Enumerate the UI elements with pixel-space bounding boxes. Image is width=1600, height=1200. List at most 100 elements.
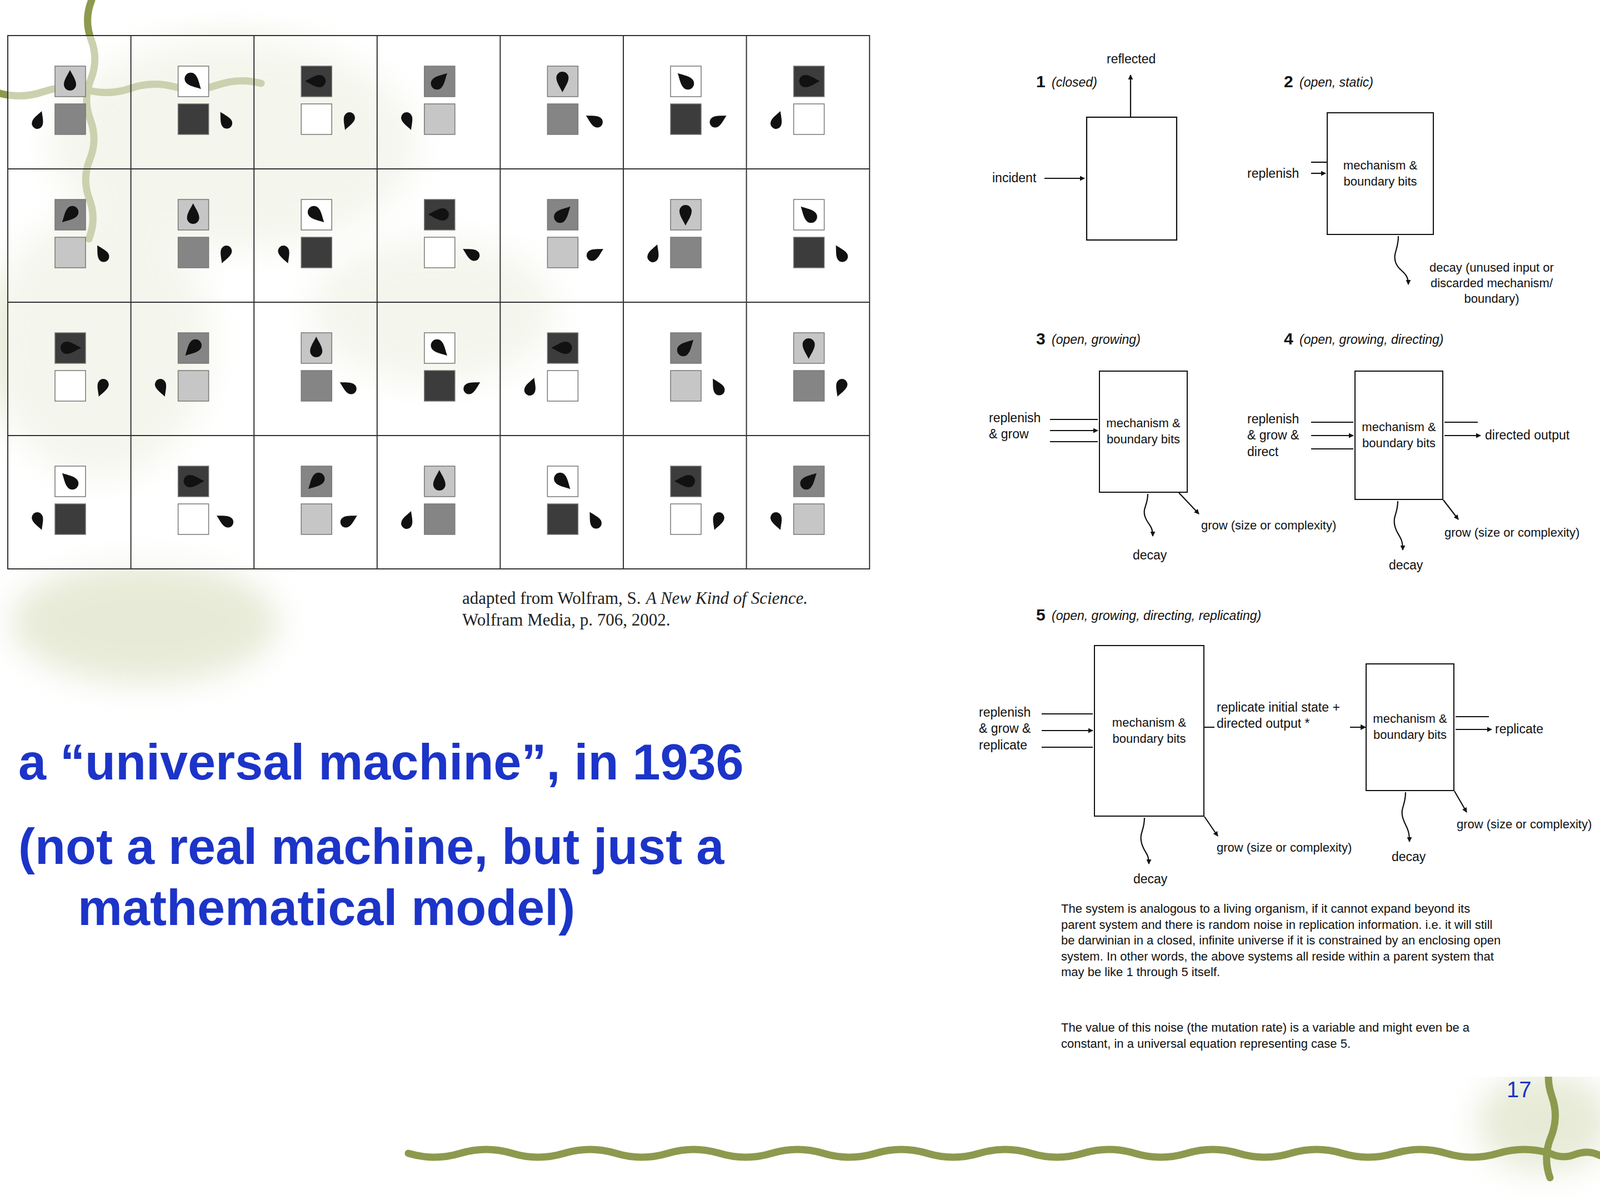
- system-kind: (open, growing, directing, replicating): [1051, 607, 1262, 624]
- tape-cell: [670, 332, 702, 364]
- head-symbol: [522, 376, 540, 398]
- system-kind: (open, static): [1299, 74, 1374, 91]
- head-symbol: [832, 377, 849, 399]
- tape-cell: [301, 103, 332, 135]
- flow-label: replenish: [1247, 165, 1299, 182]
- tape-cell: [178, 466, 209, 497]
- system-kind: (open, growing): [1051, 331, 1141, 348]
- note-paragraph: The value of this noise (the mutation ra…: [1061, 1020, 1506, 1052]
- tape-cell: [55, 370, 86, 402]
- flow-label: grow (size or complexity): [1456, 816, 1592, 833]
- tape-cell: [178, 103, 209, 135]
- head-symbol: [707, 375, 727, 398]
- head-symbol: [216, 243, 234, 265]
- flow-label: grow (size or complexity): [1201, 517, 1337, 534]
- head-symbol: [337, 377, 359, 397]
- box-text: mechanism & boundary bits: [1370, 711, 1450, 743]
- box-text: mechanism & boundary bits: [1098, 715, 1200, 747]
- head-symbol: [57, 203, 82, 227]
- mechanism-box: mechanism & boundary bits: [1093, 645, 1205, 817]
- tape-cell: [793, 237, 825, 268]
- tape-cell: [424, 237, 455, 268]
- head-symbol: [215, 108, 235, 131]
- head-symbol: [63, 70, 77, 91]
- tape-cell: [178, 199, 209, 230]
- system-number: 3: [1036, 328, 1046, 350]
- flow-label: replenish & grow & direct: [1247, 411, 1308, 460]
- flow-label: replicate: [1495, 721, 1544, 738]
- head-symbol: [673, 68, 697, 93]
- grid-frame: [7, 35, 870, 569]
- head-symbol: [181, 336, 205, 360]
- tape-cell: [178, 237, 209, 268]
- head-symbol: [674, 475, 695, 488]
- tape-cell: [793, 332, 825, 364]
- tape-cell: [301, 466, 332, 497]
- mechanism-box: mechanism & boundary bits: [1098, 370, 1188, 493]
- caption-part: A New Kind of Science.: [646, 588, 808, 608]
- white-panel: [964, 0, 1600, 1077]
- box-text: mechanism & boundary bits: [1358, 419, 1439, 452]
- system-number: 5: [1036, 604, 1046, 626]
- head-symbol: [583, 110, 605, 130]
- head-symbol: [460, 243, 482, 263]
- head-symbol: [799, 75, 820, 88]
- head-symbol: [802, 338, 815, 359]
- tape-cell: [424, 503, 455, 535]
- grid-line: [7, 435, 870, 437]
- tape-cell: [670, 370, 702, 402]
- tape-cell: [793, 66, 825, 97]
- tape-cell: [301, 199, 332, 230]
- vine: [408, 1149, 1550, 1158]
- grid-line: [7, 168, 870, 170]
- tape-cell: [55, 332, 86, 364]
- tape-cell: [301, 503, 332, 535]
- head-symbol: [707, 110, 730, 130]
- tape-cell: [301, 237, 332, 268]
- tape-cell: [55, 66, 86, 97]
- tape-cell: [793, 199, 825, 230]
- head-symbol: [679, 205, 692, 226]
- tape-cell: [55, 466, 86, 497]
- head-symbol: [303, 470, 328, 494]
- head-symbol: [831, 242, 850, 264]
- head-symbol: [305, 203, 329, 227]
- vine: [1550, 1152, 1600, 1157]
- head-symbol: [428, 336, 452, 360]
- head-symbol: [428, 208, 449, 221]
- head-symbol: [340, 110, 357, 132]
- flow-label: replenish & grow: [988, 410, 1049, 443]
- source-caption: adapted from Wolfram, S.A New Kind of Sc…: [462, 587, 885, 632]
- tape-cell: [178, 370, 209, 402]
- head-symbol: [57, 468, 82, 493]
- head-symbol: [30, 109, 47, 131]
- caption-part: adapted from Wolfram, S.: [462, 588, 642, 608]
- head-symbol: [213, 510, 236, 530]
- head-symbol: [768, 109, 786, 131]
- note-paragraph: The system is analogous to a living orga…: [1061, 901, 1506, 981]
- tape-cell: [301, 66, 332, 97]
- head-symbol: [709, 510, 727, 532]
- mechanism-box: mechanism & boundary bits: [1354, 370, 1444, 500]
- tape-cell: [793, 503, 825, 535]
- tape-cell: [301, 370, 332, 402]
- tape-cell: [55, 237, 86, 268]
- tape-cell: [424, 199, 455, 230]
- head-symbol: [645, 242, 663, 264]
- tape-cell: [547, 66, 578, 97]
- tape-cell: [547, 332, 578, 364]
- tape-cell: [670, 66, 702, 97]
- flow-label: incident: [992, 170, 1037, 187]
- head-symbol: [797, 468, 822, 493]
- head-symbol: [461, 377, 484, 397]
- head-symbol: [556, 71, 569, 93]
- page-number: 17: [1506, 1075, 1532, 1104]
- grid-line: [7, 301, 870, 303]
- head-symbol: [551, 470, 575, 494]
- flow-label: reflected: [1106, 51, 1156, 68]
- head-symbol: [551, 202, 575, 226]
- head-symbol: [399, 110, 417, 132]
- tape-cell: [547, 237, 578, 268]
- head-symbol: [338, 510, 360, 530]
- head-symbol: [399, 509, 417, 531]
